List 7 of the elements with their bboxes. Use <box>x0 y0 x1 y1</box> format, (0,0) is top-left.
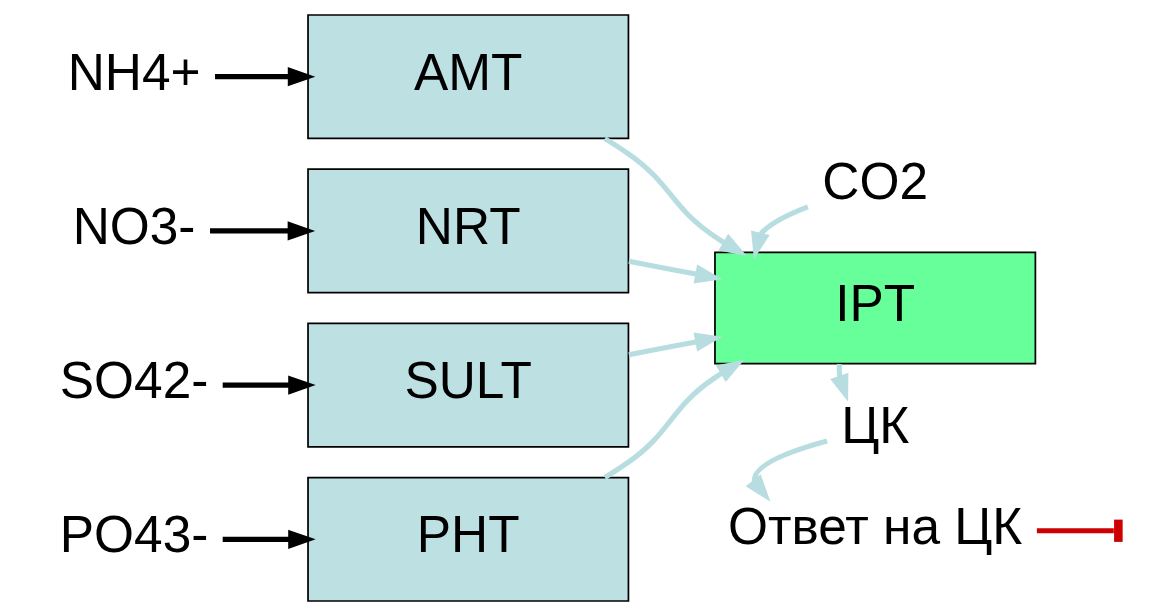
node-text: SO42- <box>59 350 208 409</box>
node-text: NH4+ <box>67 42 201 101</box>
node-text: NO3- <box>72 196 195 255</box>
node-text: ЦК <box>840 395 909 454</box>
node-text: CO2 <box>821 152 928 211</box>
node-text: PO43- <box>59 505 208 564</box>
node-text: Ответ на ЦК <box>727 496 1022 555</box>
